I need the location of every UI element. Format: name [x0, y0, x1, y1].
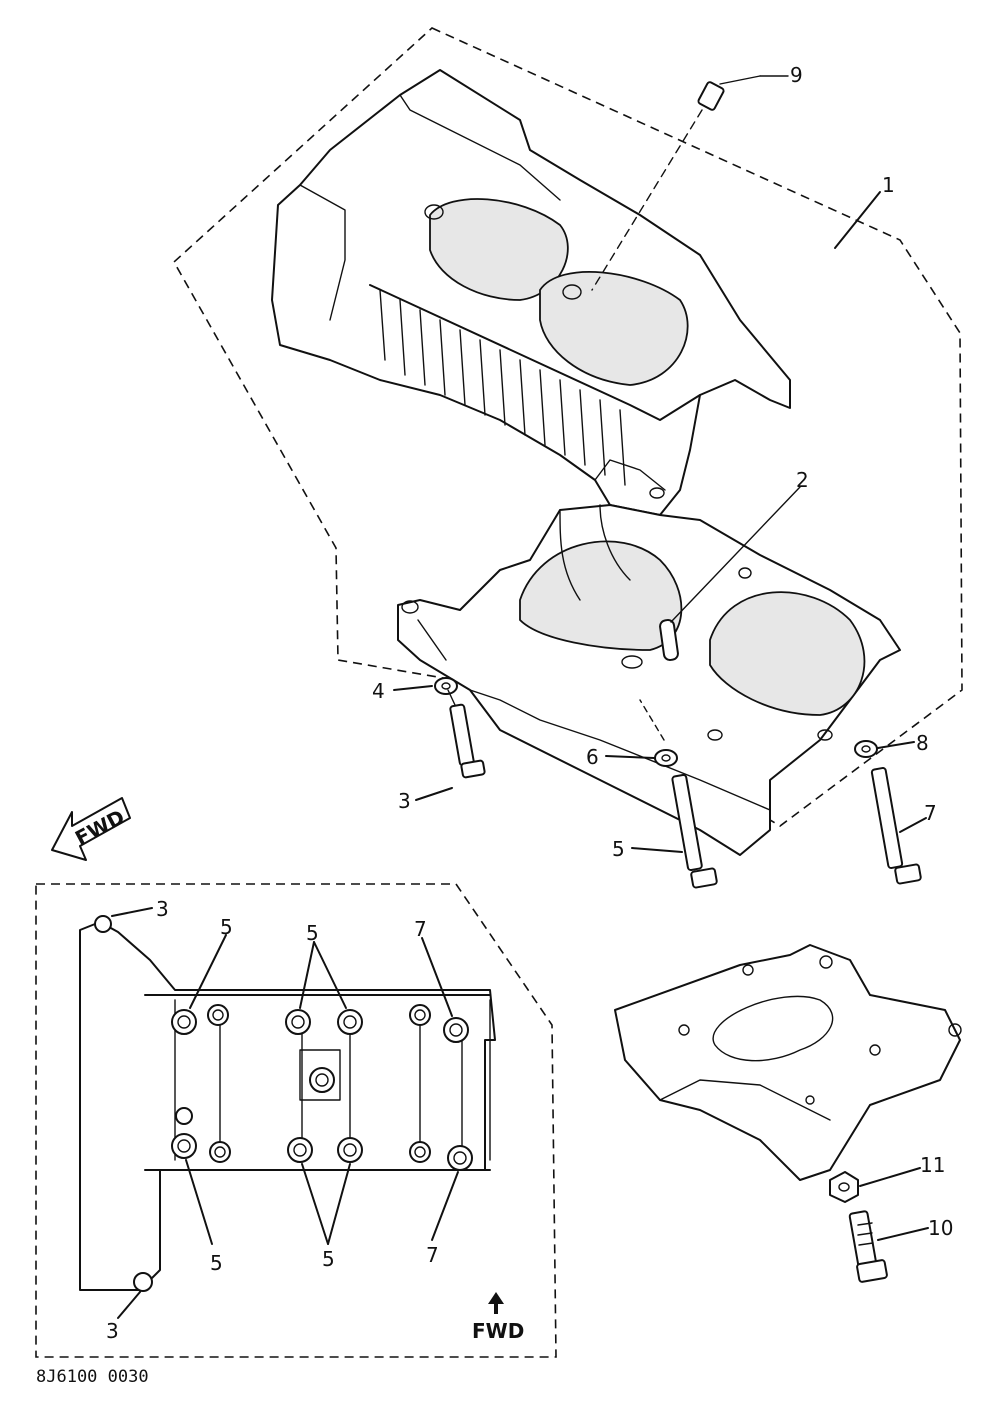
mounting-plate [614, 944, 962, 1181]
inset-crankcase-bottom [79, 915, 496, 1292]
inset-callout-5-left: 5 [220, 915, 233, 939]
upper-crankcase [271, 69, 791, 516]
callout-11: 11 [920, 1153, 945, 1177]
callout-5: 5 [612, 837, 625, 861]
bolt-assembly-5-6 [639, 699, 718, 889]
inset-fwd-indicator: FWD [472, 1292, 524, 1343]
inset-callout-7-top: 7 [414, 917, 427, 941]
inset-callout-5-bottom-middle: 5 [322, 1247, 335, 1271]
callout-8: 8 [916, 731, 929, 755]
callout-9: 9 [790, 63, 803, 87]
callout-10: 10 [928, 1216, 953, 1240]
leader-lines [393, 75, 929, 1241]
inset-outline [35, 883, 557, 1358]
bolt-10 [848, 1210, 888, 1283]
dowel-pin [659, 618, 679, 662]
inset-callout-3-top: 3 [156, 897, 169, 921]
callout-7: 7 [924, 801, 937, 825]
callout-1: 1 [882, 173, 895, 197]
drawing-code: 8J6100 0030 [36, 1367, 149, 1387]
crankcase-group-outline [172, 27, 963, 827]
plug-part [591, 75, 761, 291]
bolt-assembly-7-8 [854, 740, 922, 885]
callout-2: 2 [796, 468, 809, 492]
fwd-direction-arrow: FWD [51, 797, 131, 861]
inset-callout-7-bottom: 7 [426, 1243, 439, 1267]
inset-leader-lines [111, 907, 459, 1319]
callout-4: 4 [372, 679, 385, 703]
inset-fwd-label: FWD [472, 1319, 524, 1343]
callout-3: 3 [398, 789, 411, 813]
callout-6: 6 [586, 745, 599, 769]
nut-11 [829, 1171, 859, 1203]
lower-crankcase [397, 504, 901, 856]
inset-callout-5-middle: 5 [306, 921, 319, 945]
inset-callout-5-bottom-left: 5 [210, 1251, 223, 1275]
inset-callout-3-bottom: 3 [106, 1319, 119, 1343]
bolt-assembly-3-4 [417, 619, 486, 779]
